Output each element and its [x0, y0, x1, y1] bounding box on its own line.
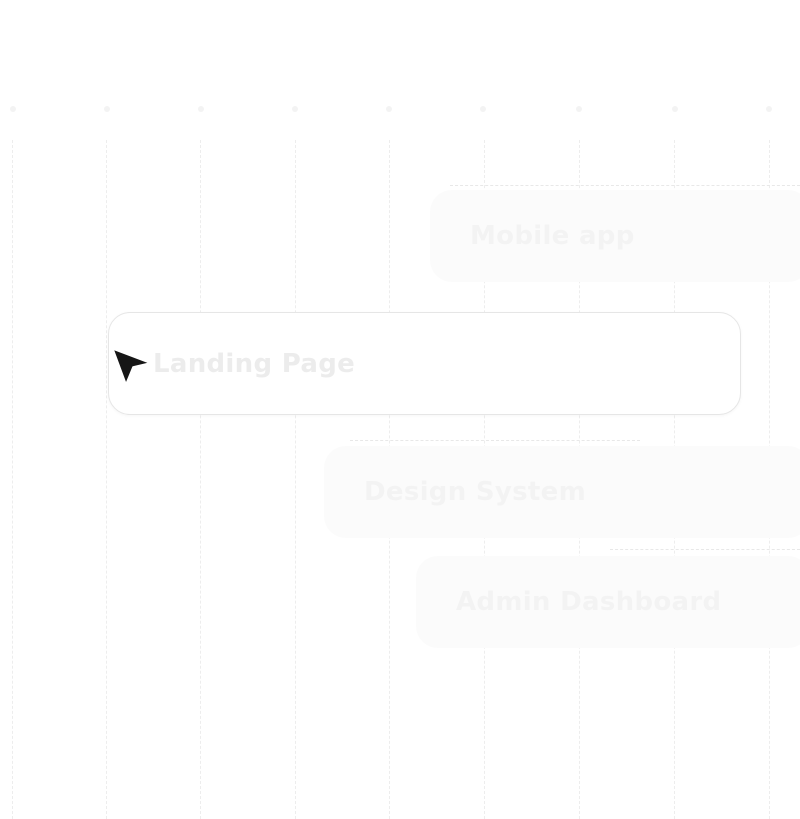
project-card-mobile-app[interactable]: Mobile app [430, 190, 800, 282]
grid-line [350, 440, 640, 441]
grid-dot [576, 106, 582, 112]
grid-dot [10, 106, 16, 112]
project-card-label: Landing Page [153, 348, 356, 379]
project-card-landing-page[interactable]: Landing Page [108, 312, 741, 415]
project-card-label: Admin Dashboard [456, 587, 722, 617]
grid-dot [198, 106, 204, 112]
grid-dot [480, 106, 486, 112]
grid-line [200, 140, 201, 819]
project-card-design-system[interactable]: Design System [324, 446, 800, 538]
arrow-cursor-icon [112, 348, 151, 385]
grid-dot [766, 106, 772, 112]
grid-dot [104, 106, 110, 112]
grid-line [295, 140, 296, 819]
project-card-label: Mobile app [470, 221, 635, 251]
grid-dot [292, 106, 298, 112]
grid-line [450, 185, 800, 186]
project-card-admin-dashboard[interactable]: Admin Dashboard [416, 556, 800, 648]
project-card-label: Design System [364, 477, 586, 507]
grid-line [610, 549, 800, 550]
grid-line [106, 140, 107, 819]
grid-dot [386, 106, 392, 112]
grid-line [12, 140, 13, 819]
grid-dot [672, 106, 678, 112]
